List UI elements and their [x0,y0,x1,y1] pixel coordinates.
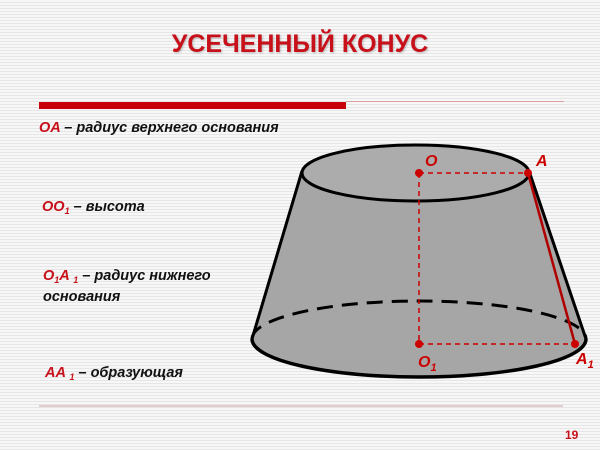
definition-key: O1A 1 [43,268,79,285]
point-o1 [415,340,423,348]
point-a [524,169,532,177]
definition-text-line2: основания [43,289,121,305]
bottom-base-front-arc [250,338,588,379]
slide-title: УСЕЧЕННЫЙ КОНУС [171,30,429,58]
point-a1 [571,340,579,348]
definition-text: – радиус верхнего основания [64,120,279,136]
title-underline-thin [346,101,564,102]
label-o: O [425,153,438,170]
cone-lateral-surface [252,145,586,377]
definition-key: AA 1 [45,365,75,382]
footer-divider [39,405,563,407]
page-number: 19 [565,428,579,442]
definition-oo1: OO1 – высота [42,199,145,220]
right-generatrix-black [527,170,588,340]
definition-key: OO1 [42,199,70,216]
left-generatrix [250,170,304,340]
generatrix-aa1 [526,172,577,345]
definition-aa1: AA 1 – образующая [45,365,183,386]
definition-text: – радиус нижнего [82,268,211,284]
definition-key: OA [39,120,61,136]
definition-text: – высота [73,199,145,215]
title-underline-accent [39,102,346,109]
definition-o1a1: O1A 1 – радиус нижнего основания [43,268,211,306]
label-o1: O1 [418,354,437,374]
definition-oa: OA – радиус верхнего основания [39,120,279,137]
label-a1: A1 [575,351,594,371]
label-a: A [535,153,548,170]
definition-text: – образующая [78,365,183,381]
point-o [415,169,423,177]
